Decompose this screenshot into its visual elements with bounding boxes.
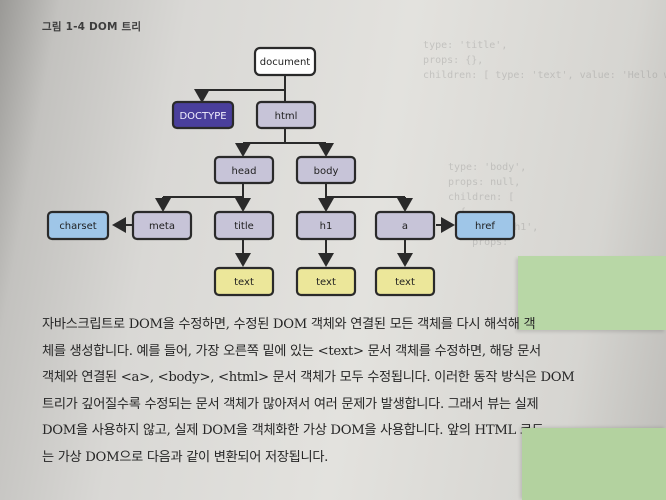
edge-document: [218, 75, 286, 102]
edge-html: [243, 128, 326, 144]
svg-text:body: body: [314, 166, 339, 177]
svg-text:text: text: [395, 277, 415, 288]
edge-body: [325, 183, 405, 198]
svg-text:document: document: [260, 57, 311, 68]
node-text-h1: text: [295, 266, 357, 297]
node-h1: h1: [295, 210, 357, 241]
paragraph-line: 객체와 연결된 <a>, <body>, <html> 문서 객체가 모두 수정…: [42, 370, 575, 385]
node-title: title: [213, 210, 275, 241]
paragraph-line: 는 가상 DOM으로 다음과 같이 변환되어 저장됩니다.: [42, 449, 329, 465]
svg-text:html: html: [275, 111, 298, 122]
svg-text:h1: h1: [320, 221, 333, 232]
node-charset: charset: [46, 210, 110, 241]
svg-text:href: href: [475, 221, 495, 232]
edge-document-doctype: [194, 89, 218, 103]
paragraph-line: 트리가 깊어질수록 수정되는 문서 객체가 많아져서 여러 문제가 발생합니다.…: [42, 396, 539, 412]
svg-text:DOCTYPE: DOCTYPE: [179, 111, 226, 122]
svg-text:charset: charset: [59, 221, 96, 232]
svg-text:head: head: [232, 166, 257, 177]
paragraph-line: 체를 생성합니다. 예를 들어, 가장 오른쪽 밑에 있는 <text> 문서 …: [42, 343, 541, 359]
tree-edges: [112, 75, 455, 267]
paragraph-line: 자바스크립트로 DOM을 수정하면, 수정된 DOM 객체와 연결된 모든 객체…: [42, 317, 536, 332]
edge-head: [163, 183, 244, 198]
node-head: head: [213, 155, 275, 185]
node-a: a: [374, 210, 436, 241]
show-through-code: type: 'title', props: {}, children: [ ty…: [423, 40, 666, 81]
node-meta: meta: [131, 210, 193, 241]
sticky-note-lower: [522, 428, 666, 500]
node-body: body: [295, 155, 357, 185]
sticky-note-upper: [518, 256, 666, 330]
node-html: html: [255, 100, 317, 130]
svg-text:text: text: [316, 277, 336, 288]
node-text-a: text: [374, 266, 436, 297]
node-text-title: text: [213, 266, 275, 297]
body-paragraph: 자바스크립트로 DOM을 수정하면, 수정된 DOM 객체와 연결된 모든 객체…: [42, 312, 597, 471]
node-href: href: [454, 210, 516, 241]
svg-text:meta: meta: [149, 221, 175, 232]
node-doctype: DOCTYPE: [171, 100, 235, 130]
svg-text:text: text: [234, 277, 254, 288]
svg-text:a: a: [402, 221, 408, 232]
node-document: document: [253, 46, 317, 77]
dom-tree-diagram: document DOCTYPE html head body charset …: [46, 46, 516, 297]
figure-caption: 그림 1-4 DOM 트리: [42, 21, 142, 33]
svg-text:title: title: [234, 221, 254, 232]
paragraph-line: DOM을 사용하지 않고, 실제 DOM을 객체화한 가상 DOM을 사용합니다…: [42, 423, 544, 438]
